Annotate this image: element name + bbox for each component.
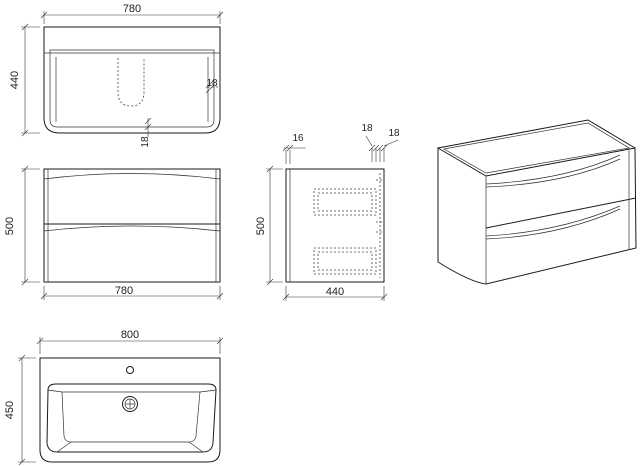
basin-outline xyxy=(39,357,221,463)
perspective-view xyxy=(437,119,637,285)
side-view-outline xyxy=(285,168,385,283)
dim-leader xyxy=(365,135,373,147)
side-view-panel-b-label: 18 xyxy=(388,128,400,139)
dim-tick xyxy=(36,337,44,345)
upper-drawer-inner xyxy=(317,192,373,212)
dim-leader xyxy=(383,139,399,147)
front-view-width-label: 780 xyxy=(115,285,133,297)
perspective-drawer2-curve-b xyxy=(485,208,621,240)
front-view-height-label: 500 xyxy=(4,217,16,235)
side-view-front-thickness-label: 16 xyxy=(292,133,304,144)
front-view-outline xyxy=(43,168,221,283)
drawer-top-curve xyxy=(43,173,221,180)
dim-tick xyxy=(266,165,274,173)
perspective-drawer1-curve-b xyxy=(485,158,621,188)
basin-bowl-inner xyxy=(61,391,201,443)
dim-tick xyxy=(282,144,290,152)
drain-icon xyxy=(122,396,138,412)
dim-tick xyxy=(266,278,274,286)
basin-view: 800 450 xyxy=(4,329,224,466)
dim-tick xyxy=(21,129,29,137)
basin-corner xyxy=(56,441,72,453)
dim-tick xyxy=(40,11,48,19)
top-view-inner-shell xyxy=(49,49,215,128)
basin-corner xyxy=(188,441,204,453)
basin-bowl-outer xyxy=(46,383,217,453)
dim-tick xyxy=(144,117,152,125)
basin-depth-label: 450 xyxy=(4,401,16,419)
dim-tick xyxy=(205,79,215,89)
perspective-top-opening xyxy=(442,122,630,174)
dim-tick xyxy=(18,354,26,362)
tap-hole xyxy=(126,366,134,374)
dim-tick xyxy=(282,293,290,301)
dim-tick xyxy=(205,84,215,94)
basin-corner xyxy=(47,389,63,393)
dim-tick xyxy=(21,278,29,286)
dim-tick xyxy=(376,144,384,152)
side-view-depth-label: 440 xyxy=(326,286,344,298)
top-view: 780 440 18 18 xyxy=(9,3,224,148)
perspective-outline xyxy=(437,147,637,285)
lower-drawer-inner xyxy=(317,251,373,271)
dim-tick xyxy=(216,11,224,19)
dim-tick xyxy=(286,144,294,152)
dim-tick xyxy=(21,23,29,31)
dim-tick xyxy=(372,144,380,152)
dim-tick xyxy=(18,458,26,466)
dim-tick xyxy=(380,144,388,152)
perspective-drawer1-curve xyxy=(485,154,621,185)
dim-tick xyxy=(216,337,224,345)
dim-tick xyxy=(144,123,152,131)
front-view: 500 780 xyxy=(4,165,224,300)
drawer-bottom-curve xyxy=(43,225,221,232)
perspective-drawer2-curve xyxy=(485,205,621,237)
top-view-bottom-thickness-label: 18 xyxy=(140,136,151,148)
top-view-outline xyxy=(43,26,221,134)
side-view: 500 440 16 18 18 xyxy=(255,123,400,301)
basin-width-label: 800 xyxy=(121,329,139,341)
top-view-side-thickness-label: 18 xyxy=(206,78,218,89)
top-view-plumbing-cutout xyxy=(117,58,145,107)
top-view-depth-label: 440 xyxy=(9,71,21,89)
dim-tick xyxy=(40,292,48,300)
dim-tick xyxy=(380,293,388,301)
dim-tick xyxy=(216,292,224,300)
basin-corner xyxy=(199,389,217,393)
perspective-drawer-divider xyxy=(485,197,637,229)
dim-tick xyxy=(368,144,376,152)
top-view-width-label: 780 xyxy=(123,3,141,15)
dim-tick xyxy=(21,165,29,173)
side-view-panel-a-label: 18 xyxy=(361,123,373,134)
perspective-top-back xyxy=(437,119,636,149)
side-view-height-label: 500 xyxy=(255,217,267,235)
